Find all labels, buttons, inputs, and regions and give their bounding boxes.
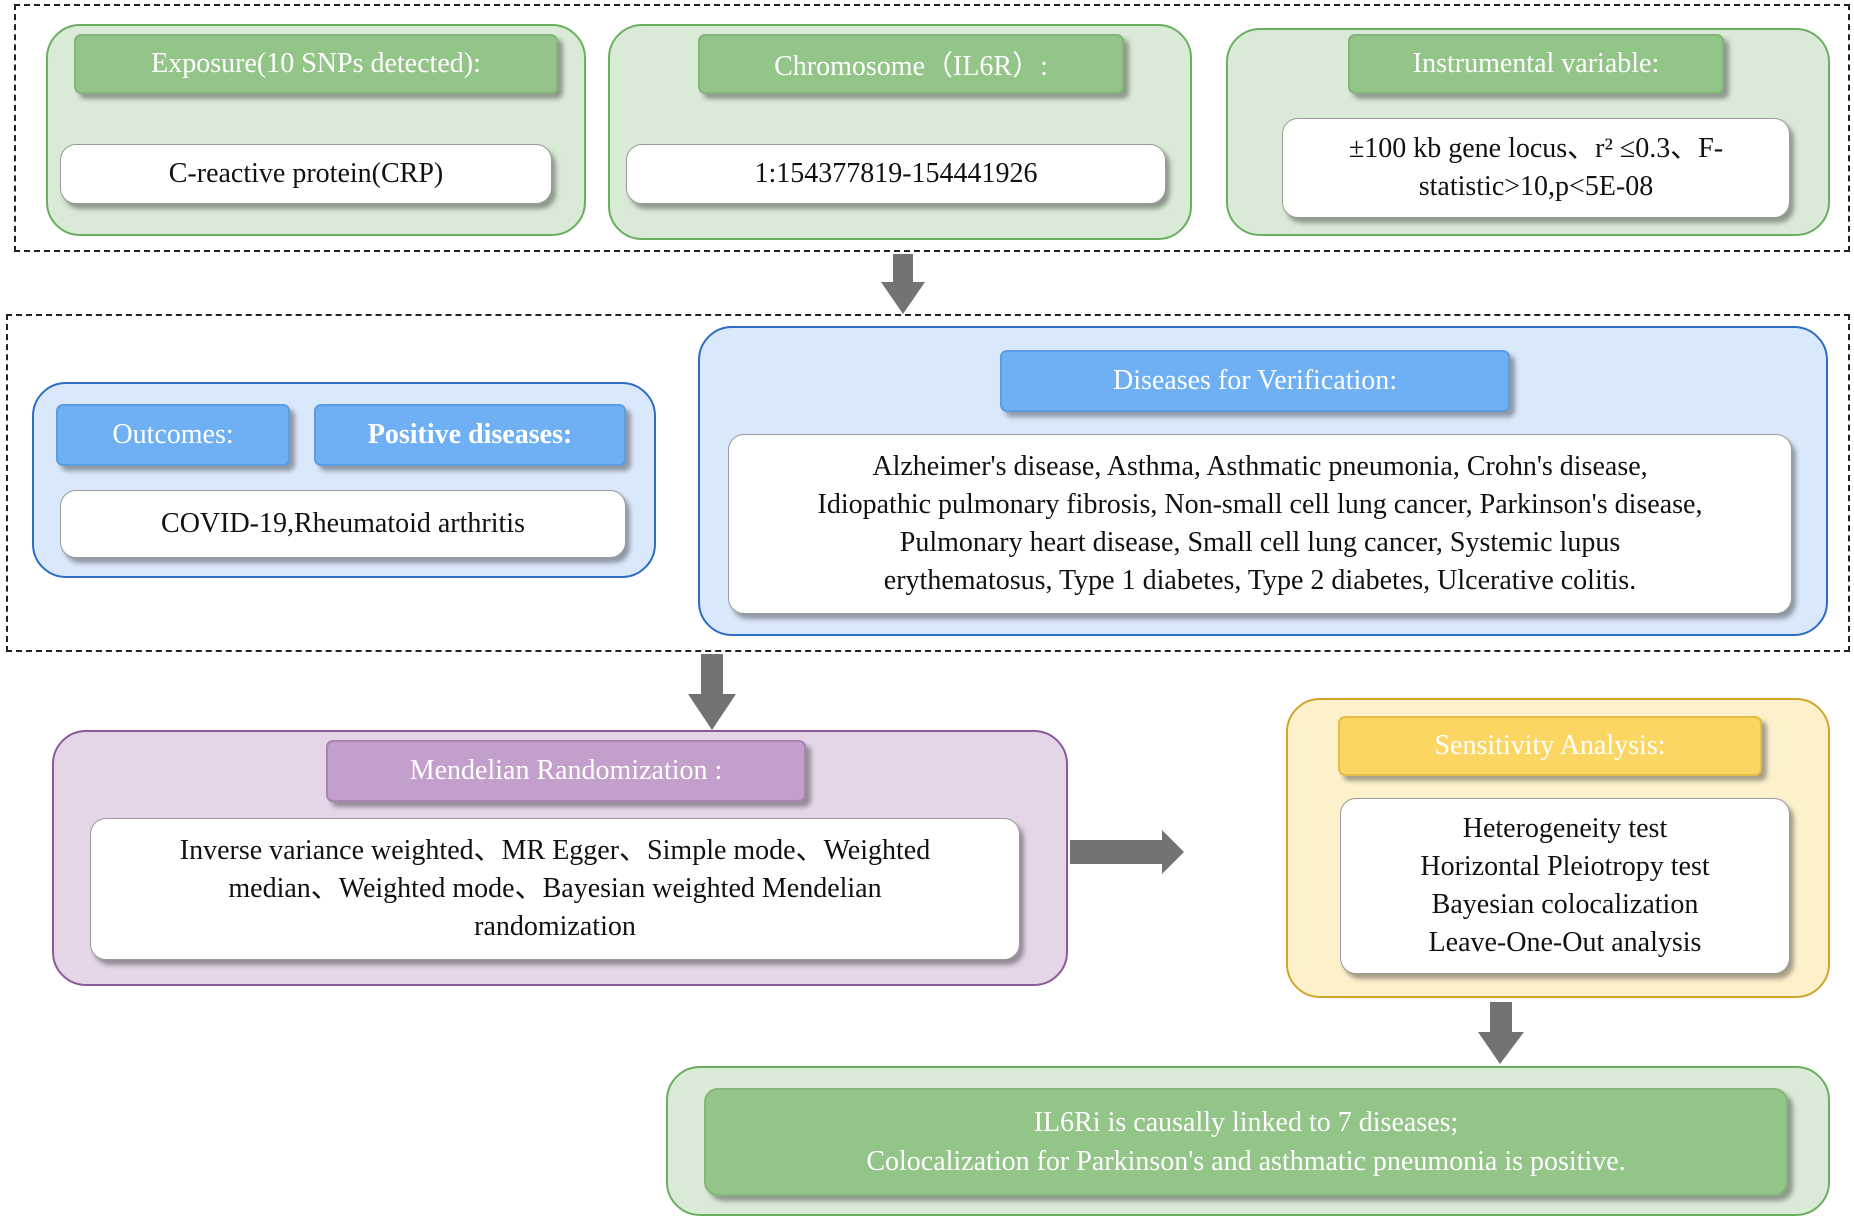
positive-diseases-header: Positive diseases: (314, 404, 626, 466)
verification-content: Alzheimer's disease, Asthma, Asthmatic p… (728, 434, 1792, 614)
exposure-group-frame (14, 4, 1850, 252)
sensitivity-item-3: Bayesian colocalization (1431, 889, 1699, 920)
mr-line-2: median、Weighted mode、Bayesian weighted M… (228, 873, 882, 904)
result-line-2: Colocalization for Parkinson's and asthm… (866, 1146, 1626, 1177)
outcomes-group-frame (6, 314, 1850, 652)
sensitivity-item-2: Horizontal Pleiotropy test (1420, 851, 1710, 882)
sensitivity-item-1: Heterogeneity test (1462, 813, 1668, 844)
instrument-content: ±100 kb gene locus、r² ≤0.3、F- statistic>… (1282, 118, 1790, 218)
verification-line-4: erythematosus, Type 1 diabetes, Type 2 d… (883, 565, 1637, 596)
verification-header: Diseases for Verification: (1000, 350, 1510, 412)
sensitivity-item-4: Leave-One-Out analysis (1428, 927, 1702, 958)
down-arrow-2 (688, 654, 736, 730)
verification-line-1: Alzheimer's disease, Asthma, Asthmatic p… (872, 451, 1648, 482)
instrument-header: Instrumental variable: (1348, 34, 1724, 94)
mr-line-3: randomization (474, 911, 636, 942)
chromosome-header: Chromosome（IL6R）: (698, 34, 1124, 94)
mr-line-1: Inverse variance weighted、MR Egger、Simpl… (179, 835, 931, 866)
sensitivity-content: Heterogeneity test Horizontal Pleiotropy… (1340, 798, 1790, 974)
mr-header: Mendelian Randomization : (326, 740, 806, 802)
verification-line-3: Pulmonary heart disease, Small cell lung… (899, 527, 1621, 558)
instrument-line-1: ±100 kb gene locus、r² ≤0.3、F- (1348, 133, 1724, 164)
result-line-1: IL6Ri is causally linked to 7 diseases; (1033, 1107, 1459, 1138)
instrument-line-2: statistic>10,p<5E-08 (1418, 171, 1654, 202)
down-arrow-3 (1478, 1002, 1524, 1064)
result-box: IL6Ri is causally linked to 7 diseases; … (704, 1088, 1788, 1196)
right-arrow (1070, 830, 1184, 874)
down-arrow-1 (881, 254, 925, 314)
sensitivity-header: Sensitivity Analysis: (1338, 716, 1762, 776)
verification-line-2: Idiopathic pulmonary fibrosis, Non-small… (817, 489, 1703, 520)
exposure-content: C-reactive protein(CRP) (60, 144, 552, 204)
mr-content: Inverse variance weighted、MR Egger、Simpl… (90, 818, 1020, 960)
outcomes-header: Outcomes: (56, 404, 290, 466)
positive-diseases-content: COVID-19,Rheumatoid arthritis (60, 490, 626, 558)
chromosome-content: 1:154377819-154441926 (626, 144, 1166, 204)
exposure-header: Exposure(10 SNPs detected): (74, 34, 558, 94)
